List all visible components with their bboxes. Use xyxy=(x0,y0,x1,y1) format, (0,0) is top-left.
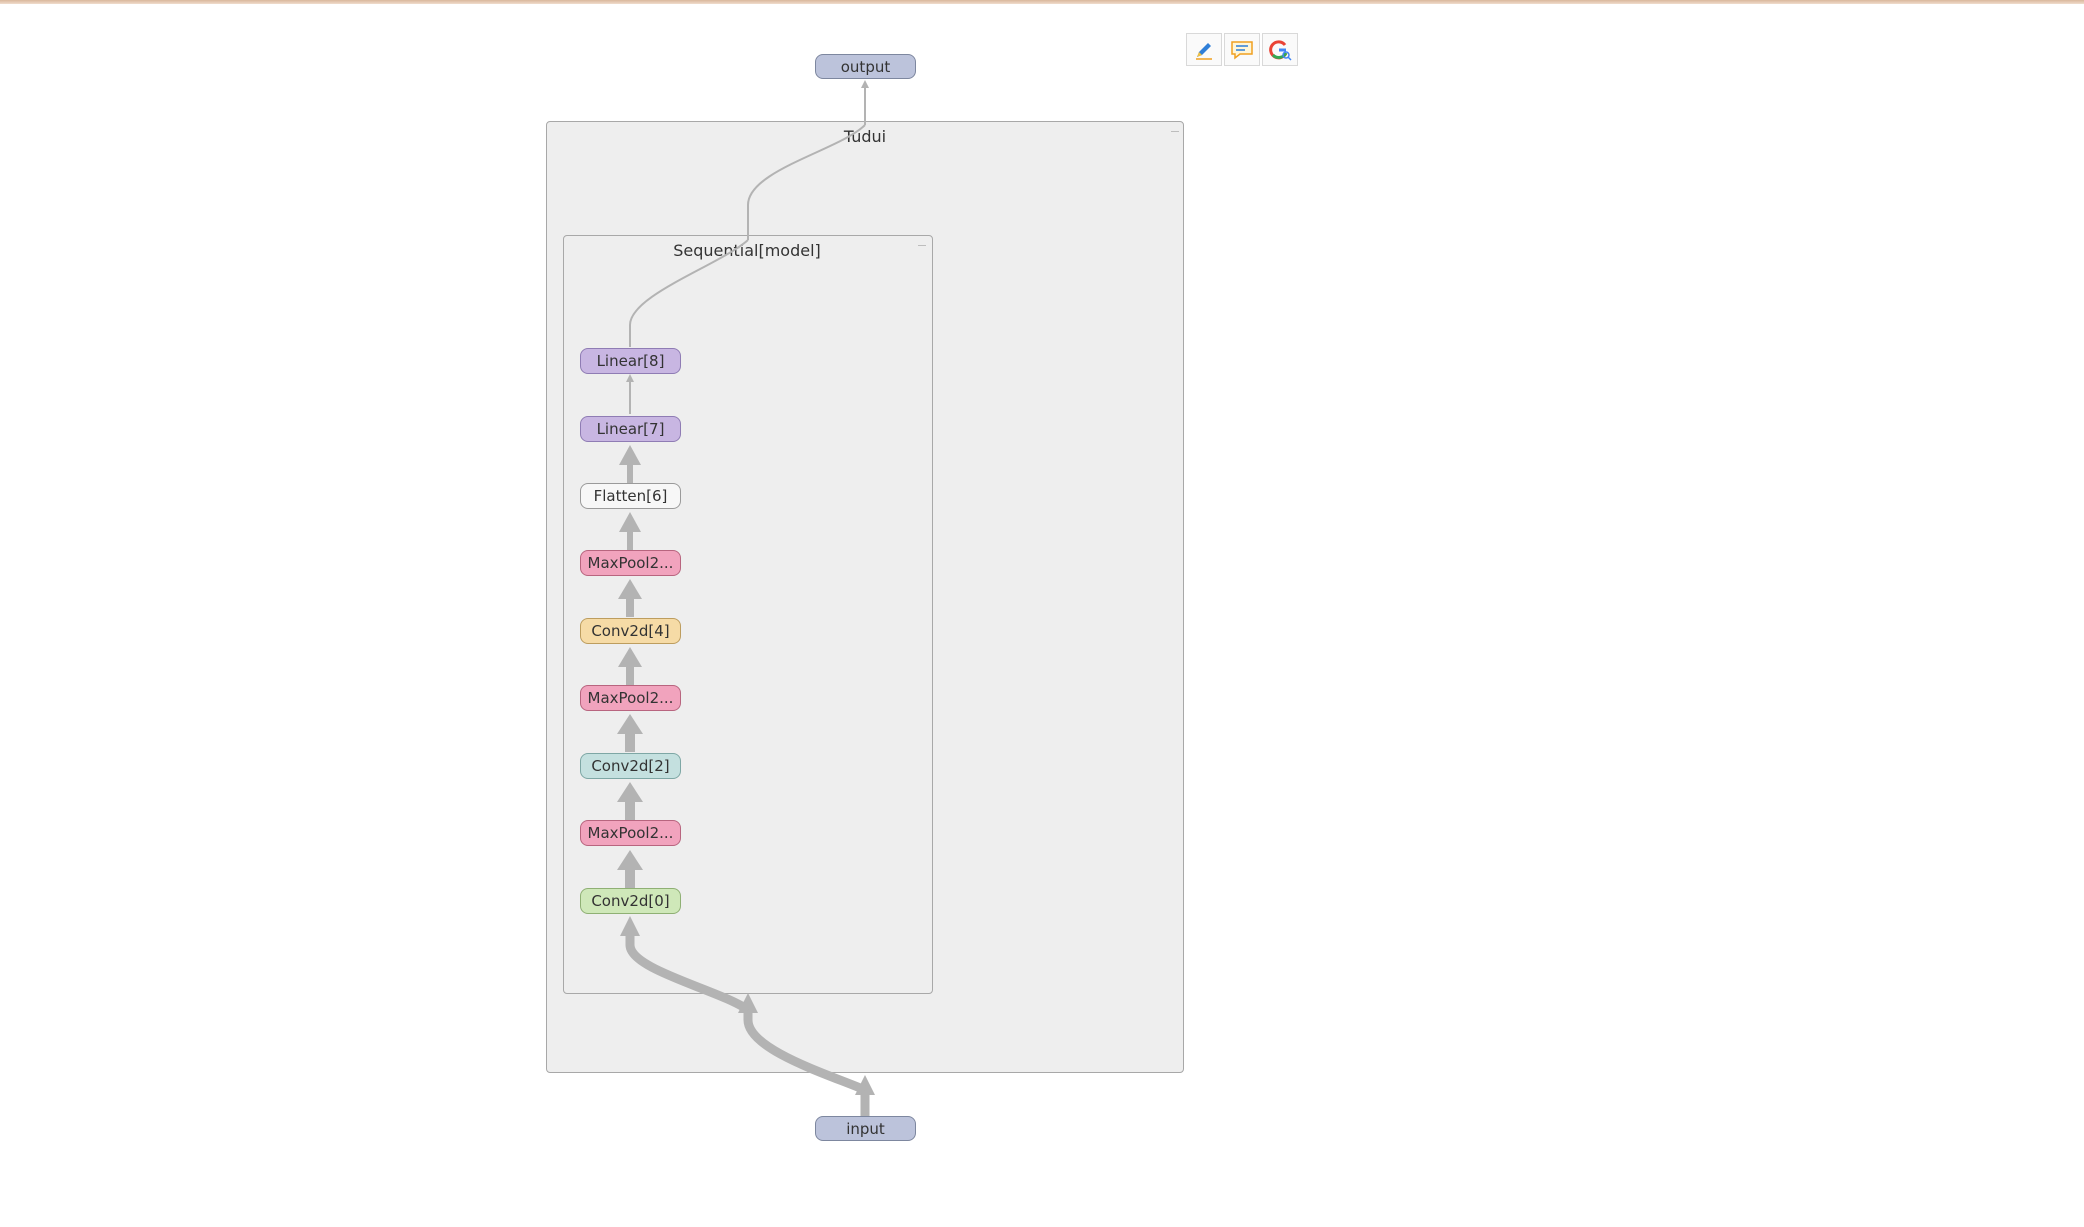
edge-arrow-maxpool-c xyxy=(618,579,642,599)
edge-maxpool-conv4 xyxy=(626,664,634,685)
edge-flatten-linear7 xyxy=(627,462,633,483)
edge-arrow-output xyxy=(861,80,869,88)
edge-conv4-maxpool xyxy=(626,596,634,617)
layer-node-maxpool3[interactable]: MaxPool2... xyxy=(580,685,681,711)
edge-maxpool-conv2 xyxy=(625,799,635,820)
edge-maxpool-flatten xyxy=(627,529,633,550)
edge-linear8-to-sequential-top xyxy=(629,239,749,347)
edge-arrow-conv2 xyxy=(617,782,643,802)
layer-node-flatten6[interactable]: Flatten[6] xyxy=(580,483,681,509)
edge-arrow-maxpool-b xyxy=(617,714,643,734)
layer-node-conv2[interactable]: Conv2d[2] xyxy=(580,753,681,779)
edge-arrow-maxpool-a xyxy=(617,850,643,870)
edge-arrow-flatten xyxy=(619,512,641,532)
edge-arrow-conv4 xyxy=(618,647,642,667)
cluster-tudui-label: Tudui xyxy=(843,127,887,146)
edge-arrow-linear8 xyxy=(626,374,634,382)
collapse-outer-icon[interactable] xyxy=(1171,131,1179,132)
layer-node-conv4[interactable]: Conv2d[4] xyxy=(580,618,681,644)
comment-icon xyxy=(1231,40,1253,60)
cluster-sequential-label: Sequential[model] xyxy=(673,241,821,260)
layer-chain-edges xyxy=(617,374,643,888)
layer-node-linear8[interactable]: Linear[8] xyxy=(580,348,681,374)
pen-icon xyxy=(1196,42,1212,60)
edge-arrow-conv0 xyxy=(620,916,640,936)
layer-node-maxpool5[interactable]: MaxPool2... xyxy=(580,550,681,576)
window-top-border xyxy=(0,0,2084,4)
layer-node-conv0[interactable]: Conv2d[0] xyxy=(580,888,681,914)
layer-node-maxpool1[interactable]: MaxPool2... xyxy=(580,820,681,846)
edge-tudui-to-sequential xyxy=(743,1006,867,1095)
comment-button[interactable] xyxy=(1224,33,1260,66)
collapse-inner-icon[interactable] xyxy=(918,245,926,246)
edge-conv2-maxpool xyxy=(625,731,635,752)
edge-sequential-to-conv0 xyxy=(625,930,751,1014)
edge-conv0-maxpool xyxy=(625,866,635,888)
google-lens-button[interactable] xyxy=(1262,33,1298,66)
input-node[interactable]: input xyxy=(815,1116,916,1141)
floating-toolbar xyxy=(1186,33,1298,66)
edit-button[interactable] xyxy=(1186,33,1222,66)
google-lens-icon xyxy=(1269,39,1292,61)
layer-node-linear7[interactable]: Linear[7] xyxy=(580,416,681,442)
output-node[interactable]: output xyxy=(815,54,916,79)
edge-arrow-linear7 xyxy=(619,445,641,465)
edge-sequential-to-tudui-top xyxy=(747,124,866,240)
